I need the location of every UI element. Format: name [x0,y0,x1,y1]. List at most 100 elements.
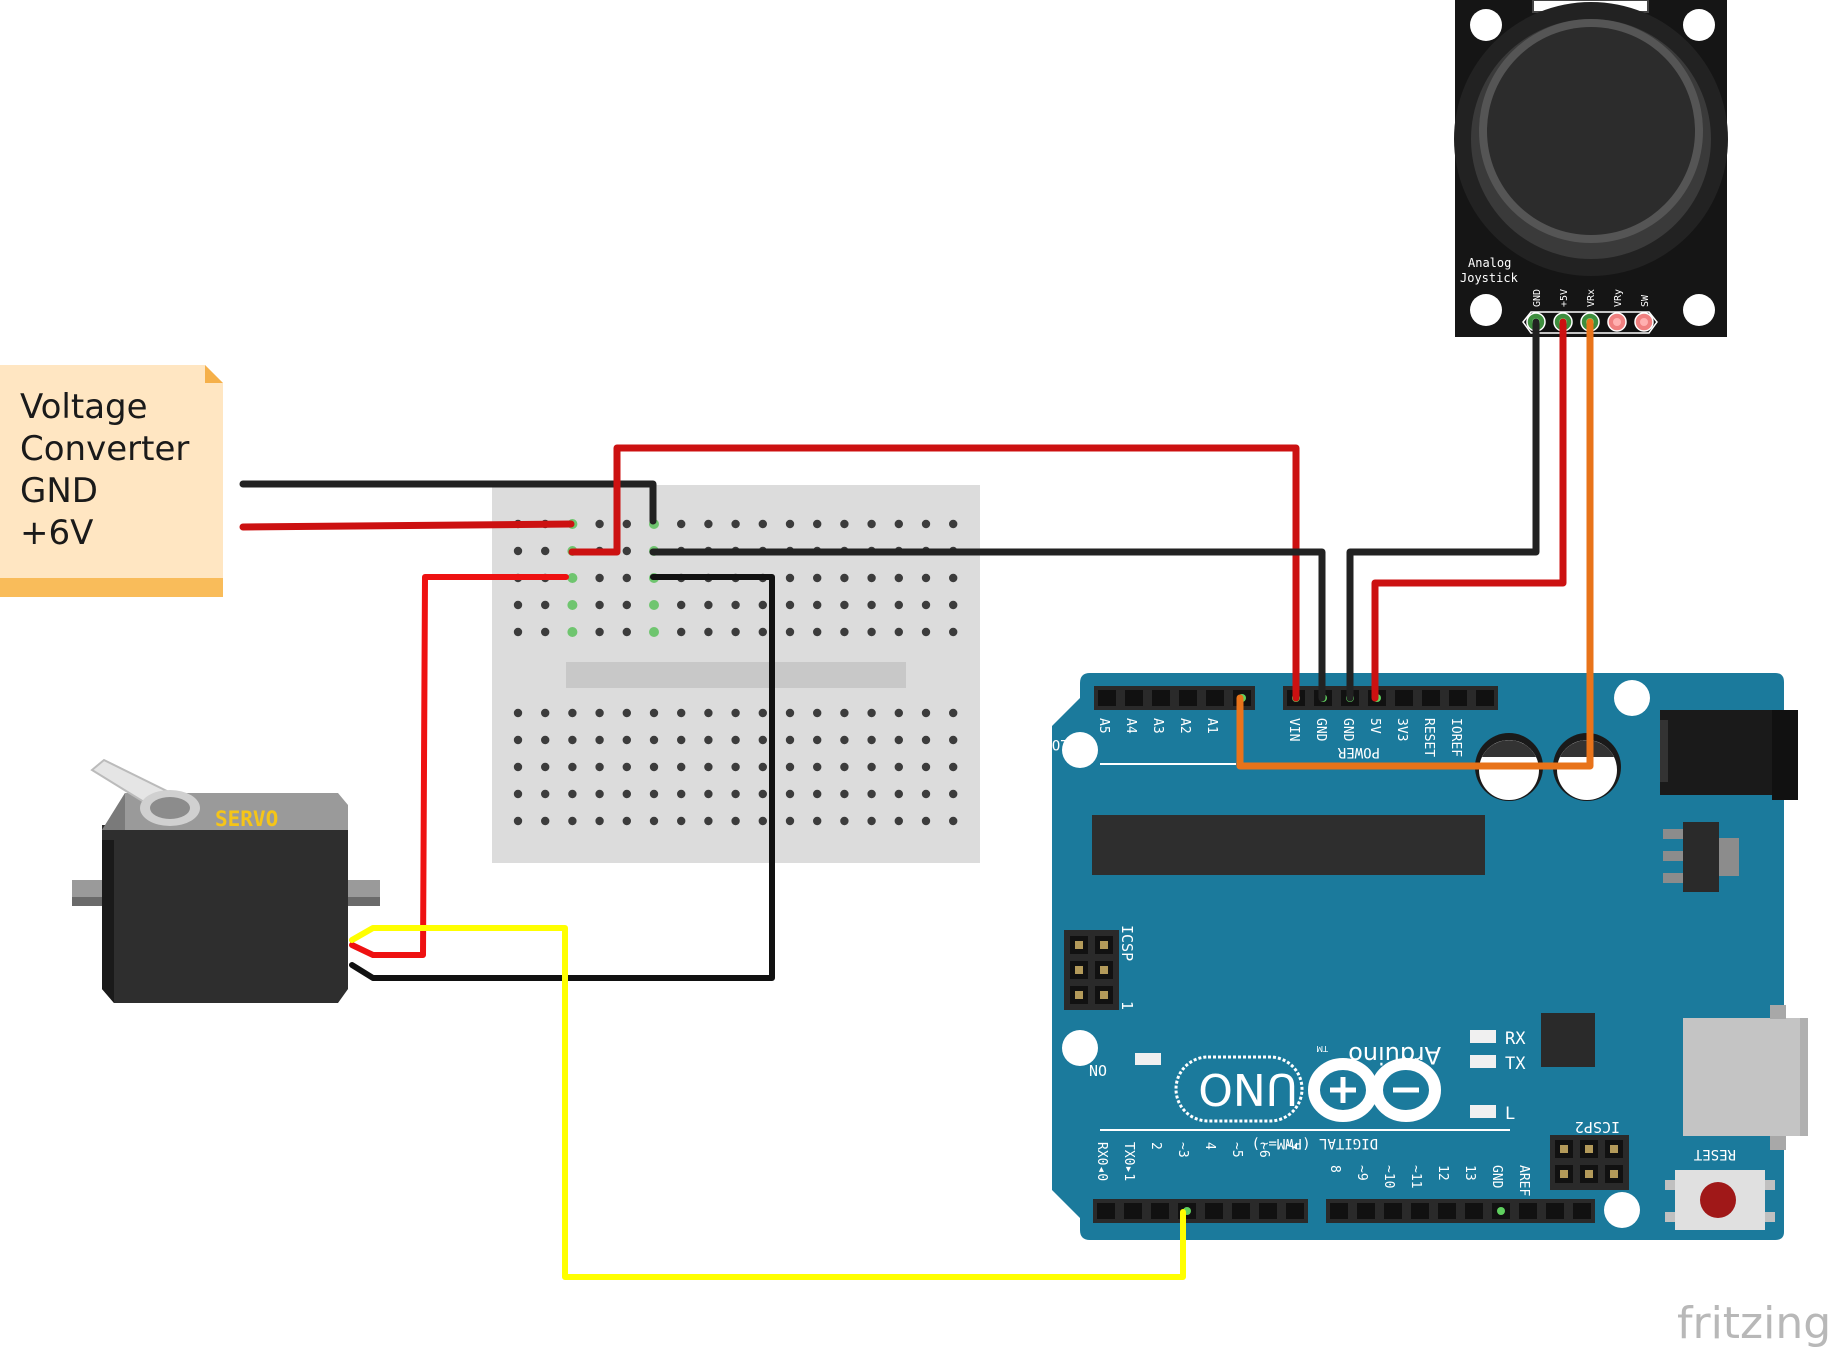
breadboard-hole [921,816,931,826]
breadboard-hole [731,519,740,529]
breadboard-center-channel [566,662,906,688]
header-pin [1411,1203,1429,1219]
joystick-pin-label: VRy [1613,289,1624,307]
breadboard-hole [785,735,795,745]
breadboard-hole [840,762,849,772]
joystick-title-2: Joystick [1460,271,1519,285]
arduino-tm: TM [1316,1044,1329,1053]
breadboard-hole [949,573,958,583]
breadboard-hole [949,735,958,745]
reset-button-cap[interactable] [1700,1182,1736,1218]
breadboard-hole [867,789,876,799]
breadboard-hole [949,789,958,799]
joystick-pin-label: VRx [1586,289,1597,307]
breadboard-hole [541,816,550,826]
breadboard-hole [541,735,550,745]
breadboard-hole [894,600,903,610]
breadboard-hole [894,573,903,583]
breadboard-hole [785,519,795,529]
breadboard-hole [894,816,903,826]
wire-servo-signal [349,925,1186,1280]
breadboard-hole [813,519,822,529]
joystick-pin-label: GND [1532,289,1543,307]
usb-chip [1541,1013,1595,1067]
icsp2-header: ICSP2 [1550,1118,1629,1190]
joystick-title-1: Analog [1468,256,1511,270]
header-pin [1519,1203,1537,1219]
breadboard-hole [867,627,876,637]
pin-label: A3 [1150,718,1165,734]
breadboard-hole [513,627,523,637]
header-pin [1357,1203,1375,1219]
note-line-2: Converter [20,429,189,469]
mount-hole [1062,1030,1098,1066]
header-pin [1097,1203,1115,1219]
breadboard-hole [595,816,604,826]
breadboard-hole [840,519,849,529]
breadboard-hole [813,762,822,772]
note-line-1: Voltage [20,387,148,427]
wire-servo-ground [349,574,775,981]
breadboard-holes [513,519,958,826]
icsp-pin1-label: 1 [1118,1001,1136,1010]
digital-label: DIGITAL (PWM=~) [1252,1135,1378,1151]
breadboard-hole [867,708,876,718]
breadboard-hole [758,519,767,529]
header-pin [1395,690,1413,706]
breadboard-hole [704,816,713,826]
reset-button[interactable]: RESET [1665,1146,1775,1230]
breadboard-hole [513,546,523,556]
breadboard-hole [731,789,740,799]
wire-converter-6v [239,520,575,531]
breadboard-hole [513,735,523,745]
breadboard-hole [813,708,822,718]
breadboard-hole [731,816,740,826]
breadboard-hole [813,735,822,745]
breadboard-hole [921,735,931,745]
breadboard-hole [677,762,686,772]
breadboard-hole [758,600,767,610]
breadboard-hole [704,762,713,772]
header-pin [1330,1203,1348,1219]
wire-breadboard-gnd [649,548,1326,702]
icsp-label: ICSP [1118,925,1136,961]
breadboard-hole [921,708,931,718]
header-pin [1286,1203,1304,1219]
mount-hole [1470,294,1502,326]
mount-hole [1470,9,1502,41]
header-pin [1546,1203,1564,1219]
pin-label: 13 [1462,1165,1477,1181]
wire-joystick-5v [1371,318,1567,702]
breadboard-hole [758,627,767,637]
on-label: ON [1089,1061,1107,1079]
header-pin [1422,690,1440,706]
breadboard-hole [785,627,795,637]
note-line-4: +6V [20,513,93,553]
breadboard-hole [567,600,578,610]
power-label: POWER [1337,744,1380,760]
voltage-converter-note: Voltage Converter GND +6V [0,365,223,597]
breadboard-hole [513,816,523,826]
mount-hole [1062,732,1098,768]
pin-label: ~6 [1256,1142,1271,1158]
breadboard-hole [785,816,795,826]
breadboard-hole [867,600,876,610]
pin-label: RX0◂0 [1094,1142,1109,1181]
breadboard-hole [867,735,876,745]
breadboard-hole [758,762,767,772]
header-pin [1098,690,1116,706]
pin-label: 2 [1148,1142,1163,1150]
uno-text: UNO [1198,1063,1298,1114]
breadboard-hole [622,519,631,529]
pin-label: A4 [1123,718,1138,734]
power-header [1283,686,1498,710]
breadboard-hole [813,627,822,637]
note-line-3: GND [20,471,98,511]
breadboard-hole [568,708,577,718]
arduino-infinity-icon [1308,1058,1441,1122]
pin-label: ~11 [1408,1165,1423,1188]
breadboard-hole [758,816,767,826]
header-pin [1465,1203,1483,1219]
